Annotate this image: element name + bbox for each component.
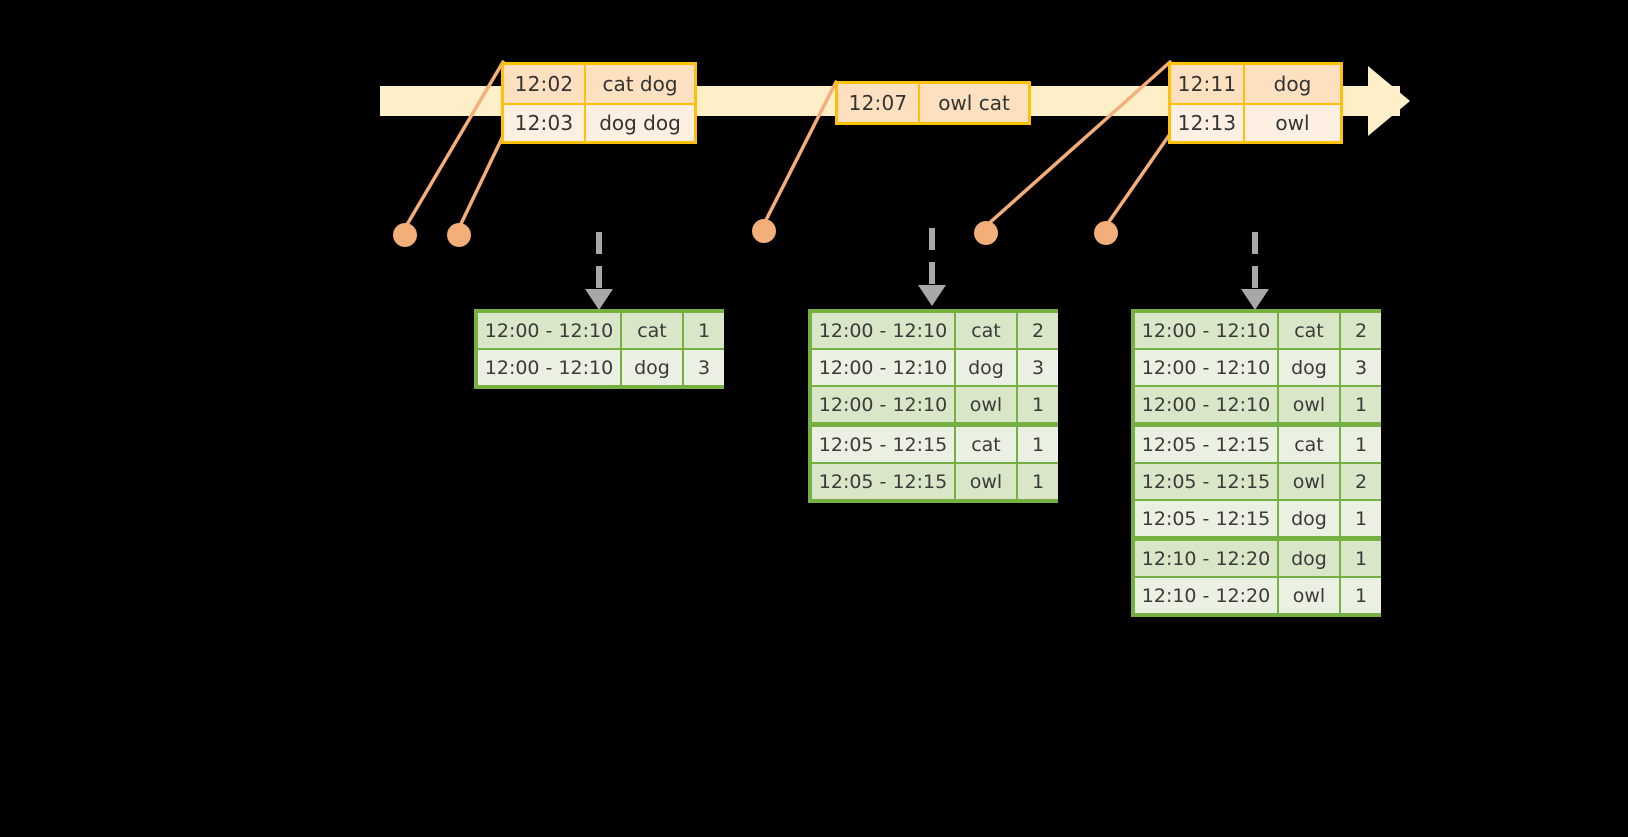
event-time: 12:03 (504, 105, 586, 141)
cell-word: dog (1279, 350, 1339, 385)
flow-arrow-head-1 (585, 289, 613, 310)
cell-window: 12:00 - 12:10 (478, 313, 620, 348)
connector-line-2 (457, 134, 505, 230)
event-time: 12:13 (1171, 105, 1245, 141)
cell-word: cat (956, 427, 1016, 462)
cell-count: 1 (1341, 541, 1381, 576)
cell-word: dog (956, 350, 1016, 385)
event-row[interactable]: 12:13 owl (1171, 103, 1340, 141)
cell-word: dog (1279, 501, 1339, 536)
cell-count: 1 (1018, 427, 1058, 462)
cell-word: owl (1279, 578, 1339, 613)
cell-count: 2 (1341, 313, 1381, 348)
event-row[interactable]: 12:02 cat dog (504, 65, 694, 103)
cell-count: 1 (1341, 578, 1381, 613)
cell-word: dog (1279, 541, 1339, 576)
event-words: dog (1273, 72, 1312, 96)
cell-word: cat (622, 313, 682, 348)
event-group-1[interactable]: 12:02 cat dog 12:03 dog dog (501, 62, 697, 144)
cell-window: 12:00 - 12:10 (1135, 387, 1277, 422)
cell-word: cat (956, 313, 1016, 348)
cell-word: cat (1279, 313, 1339, 348)
cell-count: 1 (1341, 501, 1381, 536)
cell-count: 1 (1341, 387, 1381, 422)
event-words: cat dog (602, 72, 678, 96)
cell-count: 1 (1018, 464, 1058, 499)
connector-line-3 (762, 80, 838, 226)
flow-arrow-heads (585, 285, 1269, 310)
cell-count: 1 (1341, 427, 1381, 462)
cell-window: 12:05 - 12:15 (1135, 427, 1277, 462)
event-words: owl cat (938, 91, 1010, 115)
event-row[interactable]: 12:07 owl cat (838, 84, 1028, 122)
event-time: 12:02 (504, 65, 586, 103)
event-group-2[interactable]: 12:07 owl cat (835, 81, 1031, 125)
cell-word: owl (1279, 464, 1339, 499)
event-row[interactable]: 12:03 dog dog (504, 103, 694, 141)
cell-count: 3 (1341, 350, 1381, 385)
cell-window: 12:00 - 12:10 (478, 350, 620, 385)
connector-line-1 (403, 60, 505, 230)
cell-window: 12:05 - 12:15 (812, 427, 954, 462)
flow-arrow-head-2 (918, 285, 946, 306)
event-time: 12:07 (838, 84, 920, 122)
connector-line-5 (1104, 132, 1172, 228)
cell-word: dog (622, 350, 682, 385)
cell-count: 1 (1018, 387, 1058, 422)
cell-window: 12:10 - 12:20 (1135, 541, 1277, 576)
cell-count: 2 (1018, 313, 1058, 348)
cell-word: cat (1279, 427, 1339, 462)
cell-window: 12:05 - 12:15 (812, 464, 954, 499)
cell-word: owl (956, 464, 1016, 499)
cell-window: 12:05 - 12:15 (1135, 464, 1277, 499)
cell-count: 3 (1018, 350, 1058, 385)
cell-window: 12:05 - 12:15 (1135, 501, 1277, 536)
cell-window: 12:00 - 12:10 (812, 387, 954, 422)
event-group-3[interactable]: 12:11 dog 12:13 owl (1168, 62, 1343, 144)
cell-count: 2 (1341, 464, 1381, 499)
connector-dot-3 (752, 219, 776, 243)
cell-window: 12:00 - 12:10 (812, 313, 954, 348)
cell-word: owl (1279, 387, 1339, 422)
connector-dot-5 (1094, 221, 1118, 245)
cell-count: 1 (684, 313, 724, 348)
event-row[interactable]: 12:11 dog (1171, 65, 1340, 103)
cell-window: 12:00 - 12:10 (1135, 350, 1277, 385)
cell-word: owl (956, 387, 1016, 422)
cell-count: 3 (684, 350, 724, 385)
cell-window: 12:10 - 12:20 (1135, 578, 1277, 613)
flow-arrows (596, 228, 1258, 292)
cell-window: 12:00 - 12:10 (812, 350, 954, 385)
connector-dot-1 (393, 223, 417, 247)
event-words: dog dog (599, 111, 681, 135)
connector-dot-4 (974, 221, 998, 245)
event-time: 12:11 (1171, 65, 1245, 103)
event-words: owl (1275, 111, 1310, 135)
flow-arrow-head-3 (1241, 289, 1269, 310)
connector-dot-2 (447, 223, 471, 247)
cell-window: 12:00 - 12:10 (1135, 313, 1277, 348)
